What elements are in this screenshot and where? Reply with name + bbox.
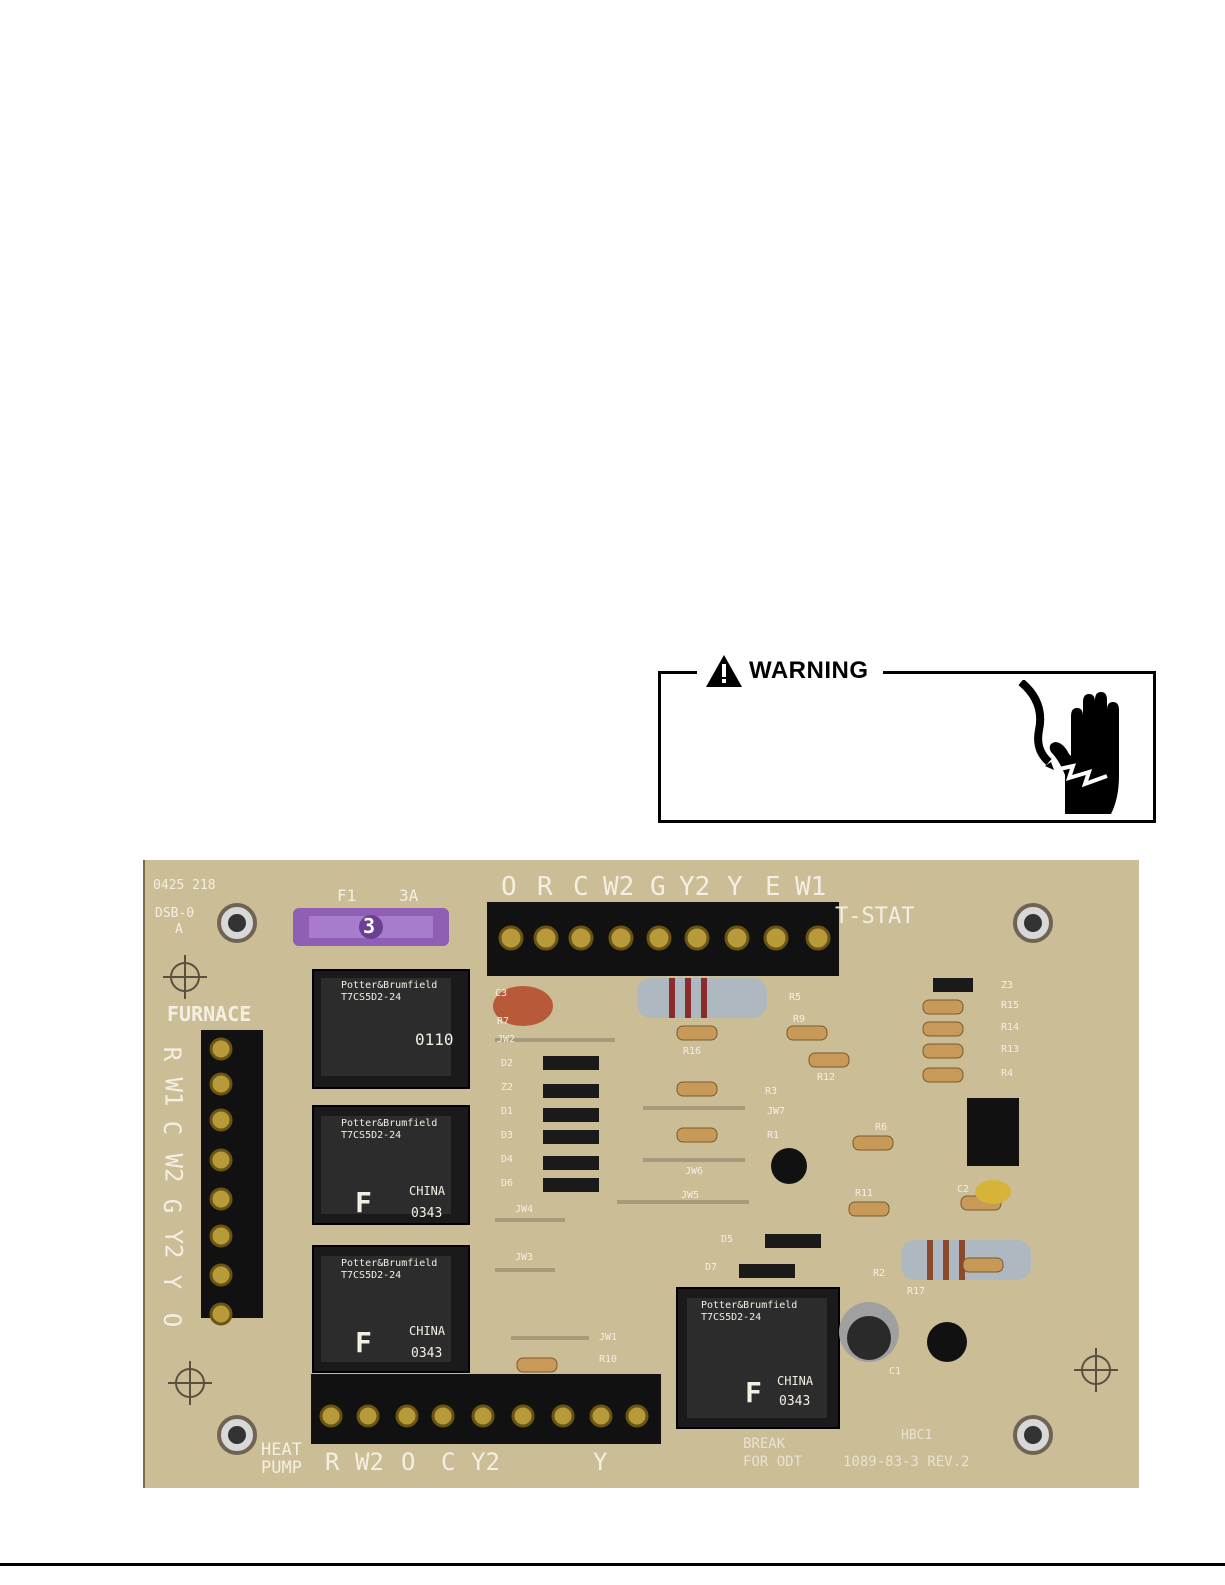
component-label: R13	[1001, 1044, 1020, 1055]
relay-model: T7CS5D2-24	[341, 1270, 402, 1281]
heat-pump-label: HEAT	[261, 1440, 302, 1460]
furnace-terminal-label: C	[158, 1120, 187, 1136]
component-label: D1	[501, 1106, 514, 1117]
component-label: D6	[501, 1178, 514, 1189]
page-bottom-rule	[0, 1563, 1225, 1566]
component-label: D2	[501, 1058, 514, 1069]
component-label: C1	[889, 1366, 902, 1377]
board-code-2: DSB-0	[155, 906, 195, 921]
break-label: BREAK	[743, 1436, 786, 1452]
component-label: R4	[1001, 1068, 1014, 1079]
component-label: JW7	[767, 1106, 786, 1117]
relay-brand: Potter&Brumfield	[341, 1258, 438, 1269]
board-code: 0425 218	[153, 878, 216, 893]
circuit-board-photo: 0425 218 DSB-0 A F1 3A 3 T-STAT FURNACE …	[143, 860, 1139, 1488]
furnace-terminal-label: Y	[158, 1274, 187, 1290]
component-label: D4	[501, 1154, 514, 1165]
component-label: D7	[705, 1262, 718, 1273]
component-label: R7	[497, 1016, 510, 1027]
relay-origin: CHINA	[409, 1184, 446, 1198]
component-label: JW6	[685, 1166, 704, 1177]
board-name: HBC1	[901, 1428, 933, 1443]
fuse-number: 3	[363, 914, 376, 938]
relay-origin: CHINA	[409, 1324, 446, 1338]
tstat-terminal-label: Y2	[679, 872, 711, 902]
component-label: R12	[817, 1072, 836, 1083]
component-label: R2	[873, 1268, 886, 1279]
relay-code: 0343	[779, 1394, 811, 1409]
relay-model: T7CS5D2-24	[341, 992, 402, 1003]
furnace-terminal-label: Y2	[159, 1229, 188, 1259]
component-label: R10	[599, 1354, 618, 1365]
furnace-terminal-label: W1	[159, 1077, 188, 1107]
component-label: R17	[907, 1286, 926, 1297]
furnace-label: FURNACE	[167, 1002, 252, 1026]
furnace-terminal-label: W2	[159, 1153, 188, 1183]
component-label: Z3	[1001, 980, 1014, 991]
tstat-terminal-label: Y	[727, 872, 743, 902]
component-label: JW1	[599, 1332, 618, 1343]
heat-pump-terminal-label: C	[441, 1448, 456, 1476]
warning-title: WARNING	[749, 657, 869, 684]
tstat-terminal-label: C	[573, 872, 589, 902]
component-label: R15	[1001, 1000, 1020, 1011]
component-label: R1	[767, 1130, 780, 1141]
part-number: 1089-83-3 REV.2	[843, 1454, 970, 1470]
component-label: JW2	[497, 1034, 516, 1045]
relay-mark: F	[745, 1376, 762, 1409]
furnace-terminal-label: O	[158, 1312, 187, 1328]
furnace-terminal-label: R	[158, 1046, 187, 1062]
component-label: D3	[501, 1130, 514, 1141]
component-label: JW4	[515, 1204, 534, 1215]
furnace-terminal-label: G	[158, 1198, 187, 1214]
tstat-terminal-label: G	[650, 872, 666, 902]
component-label: R14	[1001, 1022, 1020, 1033]
board-code-3: A	[175, 922, 183, 937]
heat-pump-terminal-label: Y	[593, 1448, 608, 1476]
relay-model: T7CS5D2-24	[701, 1312, 762, 1323]
relay-brand: Potter&Brumfield	[341, 1118, 438, 1129]
tstat-terminal-label: R	[537, 872, 553, 902]
component-label: C3	[495, 988, 508, 999]
heat-pump-terminal-label: O	[401, 1448, 416, 1476]
tstat-terminal-label: W1	[795, 872, 827, 902]
component-label: R5	[789, 992, 802, 1003]
break-label: FOR ODT	[743, 1454, 803, 1470]
component-label: JW3	[515, 1252, 534, 1263]
heat-pump-terminal-label: Y2	[471, 1448, 500, 1476]
relay-code: 0343	[411, 1346, 443, 1361]
component-label: R16	[683, 1046, 702, 1057]
relay-mark: F	[355, 1326, 372, 1359]
relay-mark: F	[355, 1186, 372, 1219]
warning-header: WARNING	[697, 654, 883, 688]
relay-code: 0110	[415, 1030, 454, 1049]
component-label: Z2	[501, 1082, 514, 1093]
relay-brand: Potter&Brumfield	[701, 1300, 798, 1311]
heat-pump-terminal-label: R	[325, 1448, 340, 1476]
component-label: R11	[855, 1188, 874, 1199]
fuse-rating: 3A	[399, 886, 419, 905]
tstat-terminal-label: E	[765, 872, 781, 902]
heat-pump-terminal-label: W2	[355, 1448, 384, 1476]
relay-origin: CHINA	[777, 1374, 814, 1388]
component-label: JW5	[681, 1190, 700, 1201]
fuse-label: F1	[337, 886, 357, 905]
warning-box	[658, 671, 1156, 823]
tstat-terminal-label: W2	[603, 872, 635, 902]
relay-code: 0343	[411, 1206, 443, 1221]
tstat-label: T-STAT	[835, 904, 915, 929]
component-label: C2	[957, 1184, 970, 1195]
relay-brand: Potter&Brumfield	[341, 980, 438, 991]
warning-triangle-icon	[706, 655, 742, 687]
relay-model: T7CS5D2-24	[341, 1130, 402, 1141]
electric-shock-hand-icon	[1018, 680, 1119, 814]
component-label: D5	[721, 1234, 734, 1245]
component-label: R9	[793, 1014, 806, 1025]
heat-pump-label: PUMP	[261, 1458, 302, 1478]
component-label: R6	[875, 1122, 888, 1133]
tstat-terminal-label: O	[501, 872, 517, 902]
component-label: R3	[765, 1086, 778, 1097]
